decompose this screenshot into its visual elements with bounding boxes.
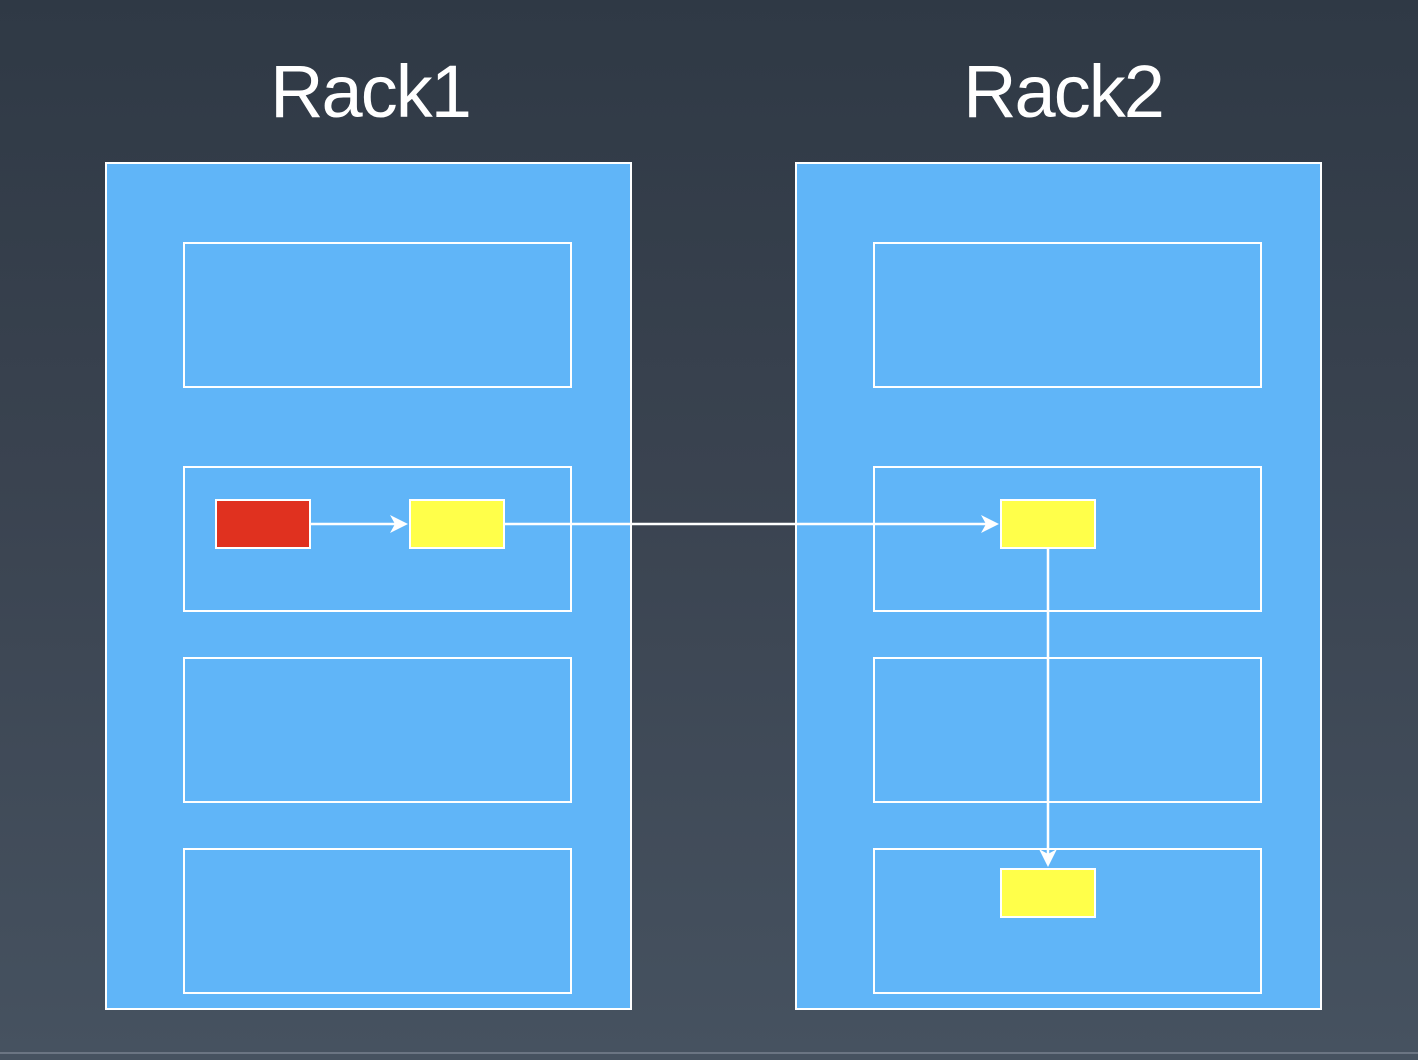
rack2-node-1 <box>873 242 1262 388</box>
rack2-title: Rack2 <box>963 50 1165 133</box>
rack2-node-4 <box>873 848 1262 994</box>
data-block-replica-rack2-node4 <box>1000 868 1096 918</box>
rack1-node-4 <box>183 848 572 994</box>
rack2-node-2 <box>873 466 1262 612</box>
rack1-node-3 <box>183 657 572 803</box>
rack1 <box>105 162 632 1010</box>
rack2-node-3 <box>873 657 1262 803</box>
data-block-original <box>215 499 311 549</box>
data-block-replica-rack1 <box>409 499 505 549</box>
rack1-node-1 <box>183 242 572 388</box>
bottom-divider <box>0 1052 1418 1054</box>
rack1-title: Rack1 <box>270 50 472 133</box>
data-block-replica-rack2-node2 <box>1000 499 1096 549</box>
rack1-node-2 <box>183 466 572 612</box>
